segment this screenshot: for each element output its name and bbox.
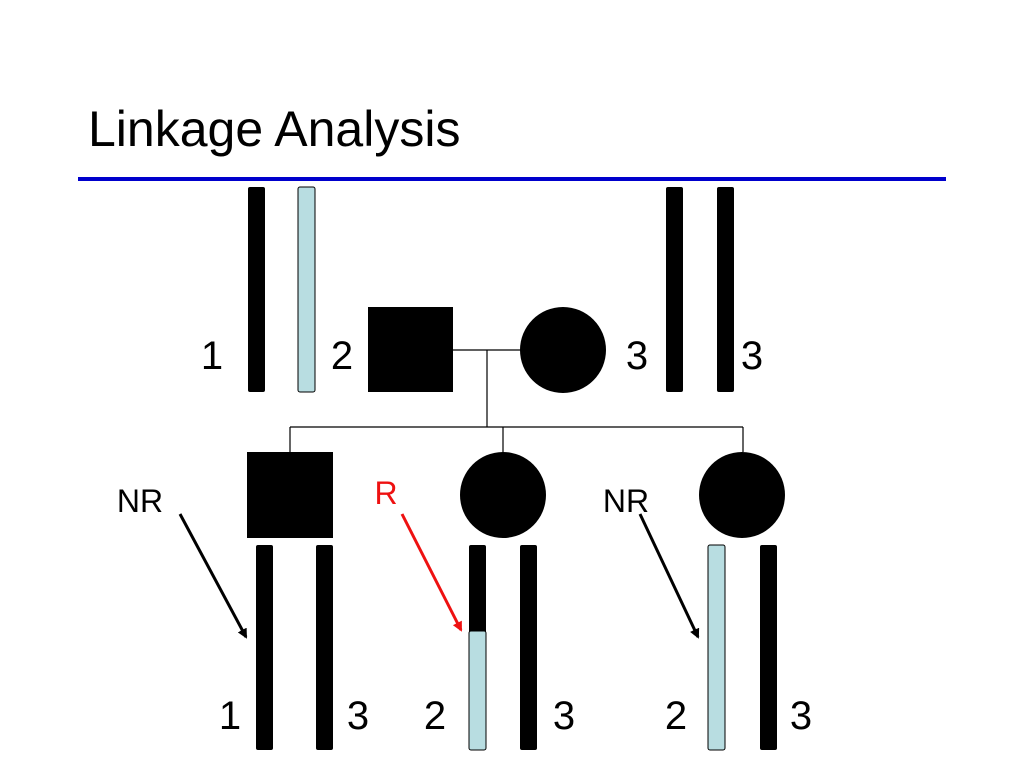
father-chromosome-2 <box>297 186 316 393</box>
child-2-allele-label-2: 3 <box>553 694 575 738</box>
child-1-chromosome-1 <box>256 545 273 750</box>
mother-chromosome-2 <box>717 187 734 392</box>
mother-affected-circle <box>520 307 606 393</box>
child-1-status-arrow <box>178 513 248 639</box>
father-allele-label-1: 1 <box>201 334 223 378</box>
child-2-allele-label-1: 2 <box>424 694 446 738</box>
child-3-affected-circle <box>699 452 785 538</box>
child-3-status-arrow <box>638 513 700 639</box>
child-2-chromosome-1-light-segment <box>468 630 487 751</box>
child-2-chromosome-1 <box>468 545 487 751</box>
child-1-affected-square <box>247 452 333 538</box>
father-affected-square <box>368 307 453 392</box>
mother-chromosome-1 <box>666 187 683 392</box>
child-2-chromosome-2 <box>520 545 537 750</box>
mother-allele-label-1: 3 <box>626 334 648 378</box>
slide-title: Linkage Analysis <box>88 101 461 157</box>
child-1-status-label: NR <box>117 483 163 519</box>
child-2-affected-circle <box>460 452 546 538</box>
child-3-allele-label-1: 2 <box>665 694 687 738</box>
child-1-allele-label-1: 1 <box>219 694 241 738</box>
child-3-chromosome-1 <box>707 544 726 751</box>
father-allele-label-2: 2 <box>331 334 353 378</box>
mother-allele-label-2: 3 <box>741 334 763 378</box>
child-2-status-arrow <box>400 513 463 632</box>
child-3-status-label: NR <box>603 483 649 519</box>
pedigree-lines <box>289 349 744 452</box>
child-3-chromosome-2 <box>760 545 777 750</box>
child-2-status-label: R <box>374 475 397 511</box>
child-3-allele-label-2: 3 <box>790 694 812 738</box>
child-1-chromosome-2 <box>316 545 333 750</box>
child-1-allele-label-2: 3 <box>347 694 369 738</box>
child-2-chromosome-1-dark-segment <box>469 545 486 633</box>
father-chromosome-1 <box>248 187 265 392</box>
